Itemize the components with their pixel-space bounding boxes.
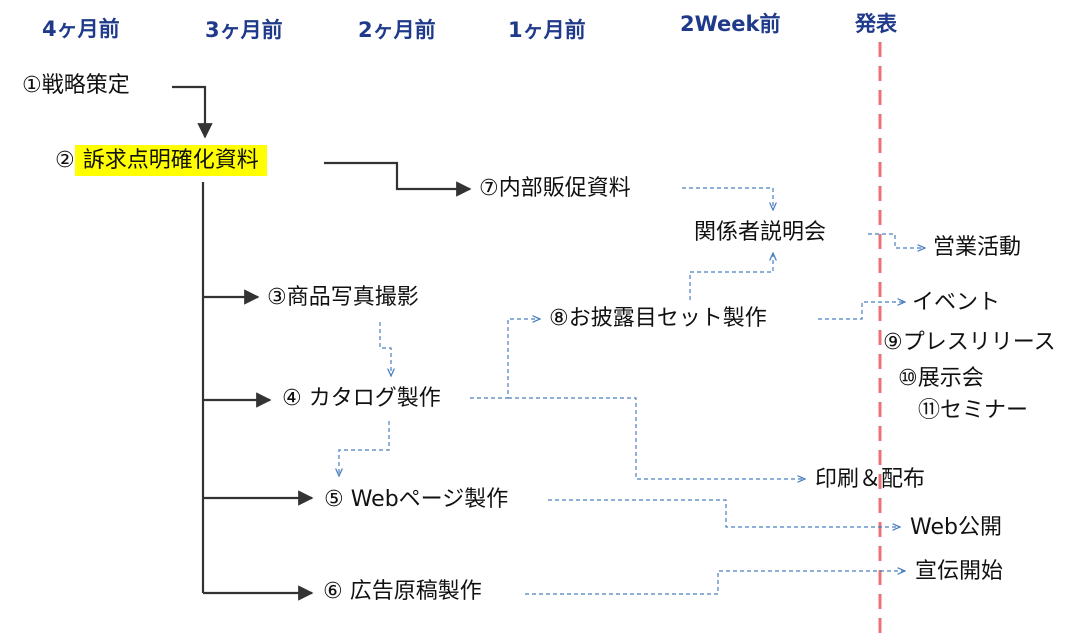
node-catalog: ④ カタログ製作 [282,386,441,411]
header-3-months: 3ヶ月前 [205,18,283,42]
dash-photo-to-catalog [379,322,391,376]
dash-catalog-to-showcase [470,319,540,399]
node-press-release: ⑨プレスリリース [883,330,1056,355]
node-web: ⑤ Webページ製作 [324,487,509,512]
node-stakeholder-briefing: 関係者説明会 [694,220,827,245]
dash-web-to-webpub [548,499,900,527]
node-appeal-label: 訴求点明確化資料 [74,145,267,176]
arrow-strategy-to-appeal [172,85,213,139]
node-event: イベント [912,290,1001,315]
node-ad-start: 宣伝開始 [915,559,1004,584]
node-seminar: ⑪セミナー [918,398,1029,423]
header-2-weeks: 2Week前 [680,12,781,36]
solid-arrows [172,85,472,601]
dash-catalog-to-web [339,421,390,476]
node-showcase: ⑧お披露目セット製作 [549,306,767,331]
header-2-months: 2ヶ月前 [358,18,436,42]
dashed-arrows [339,187,925,595]
node-internal-material: ⑦内部販促資料 [479,176,631,201]
dash-catalog-to-print [508,397,805,479]
arrow-appeal-to-internal [324,161,472,197]
node-print: 印刷＆配布 [815,467,926,492]
dash-internal-to-stakeholder [682,187,773,210]
header-release: 発表 [855,12,897,36]
header-4-months: 4ヶ月前 [42,17,120,41]
node-sales: 営業活動 [933,235,1022,260]
node-exhibition: ⑩展示会 [898,366,984,391]
dash-showcase-to-event [818,302,905,320]
dash-ad-to-adstart [525,571,905,595]
header-1-month: 1ヶ月前 [508,18,586,42]
dash-stakeholder-to-sales [868,233,925,248]
node-appeal-number: ② [55,148,75,173]
node-web-publish: Web公開 [910,515,1002,540]
node-ad: ⑥ 広告原稿製作 [323,579,482,604]
node-strategy: ①戦略策定 [22,73,130,98]
node-photo: ③商品写真撮影 [267,285,419,310]
dash-showcase-to-stakeholder [689,253,773,300]
